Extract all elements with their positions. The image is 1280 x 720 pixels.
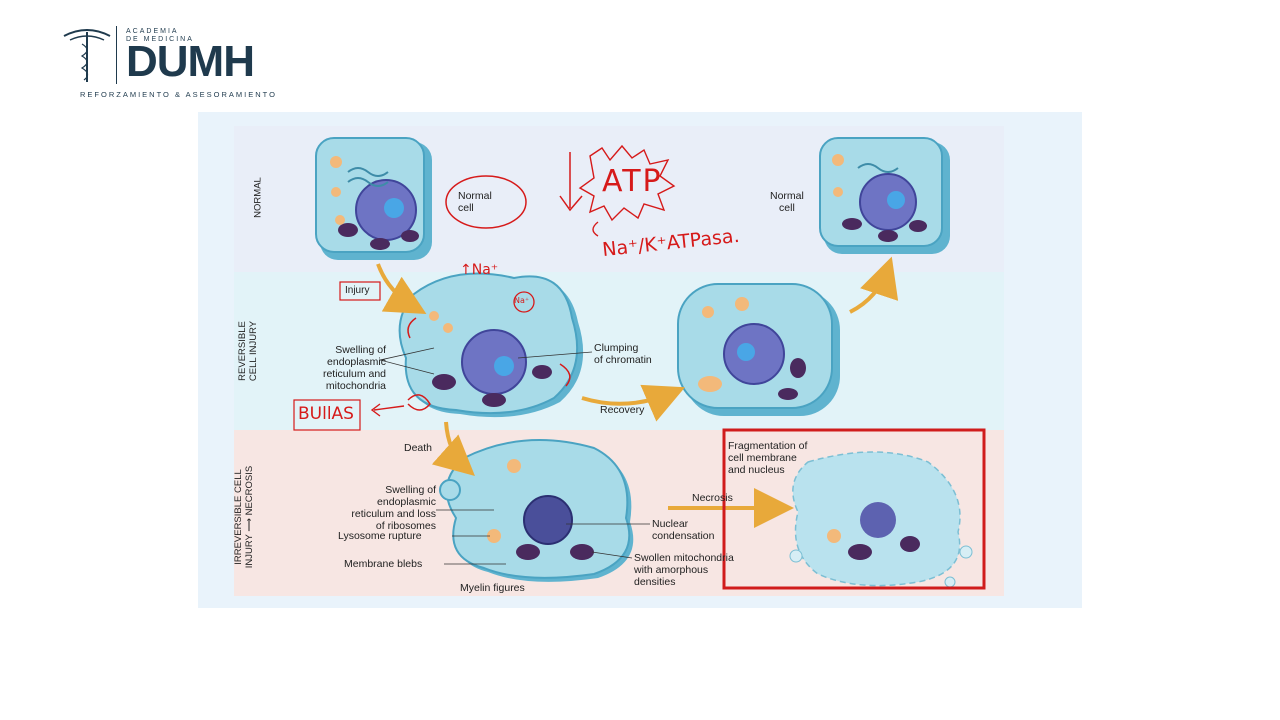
ink-na: Na⁺ — [514, 296, 530, 305]
highlight-box-necrosis — [722, 428, 986, 590]
label-membrane-blebs: Membrane blebs — [344, 558, 423, 570]
cell-drawings — [293, 137, 986, 590]
logo-divider — [116, 26, 117, 84]
label-necrosis: Necrosis — [692, 492, 733, 504]
ink-bullas: BUllAS — [298, 404, 354, 424]
ink-box-bullas — [293, 399, 361, 431]
ink-down-arrow — [559, 152, 583, 212]
normal-cell-right — [819, 137, 950, 254]
academy-logo: ACADEMIA DE MEDICINA DUMH REFORZAMIENTO … — [60, 24, 280, 104]
ink-circle-normal-cell — [445, 175, 527, 229]
ink-atp: ATP — [602, 164, 663, 199]
caduceus-icon — [63, 29, 111, 82]
label-lysosome-rupture: Lysosome rupture — [338, 530, 422, 542]
arrow-recovery — [581, 384, 686, 422]
logo-brand: DUMH — [126, 37, 255, 86]
arrow-back-to-normal — [849, 256, 899, 314]
necrotic-swollen-cell — [439, 439, 634, 582]
arrow-injury — [376, 263, 427, 314]
label-injury: Injury — [345, 285, 370, 296]
ink-na-increase: ↑Na⁺ — [460, 262, 499, 278]
ink-box-injury — [339, 281, 381, 301]
arrow-death — [431, 421, 475, 476]
label-death: Death — [404, 442, 433, 454]
label-myelin-figures: Myelin figures — [460, 582, 525, 594]
normal-cell-left — [315, 137, 432, 260]
recovery-cell — [677, 283, 840, 416]
fragmented-cell — [789, 451, 973, 588]
ink-burst — [578, 144, 676, 222]
logo-academia: ACADEMIA DE MEDICINA — [126, 28, 194, 43]
label-recovery: Recovery — [600, 404, 645, 416]
logo-tagline: REFORZAMIENTO & ASESORAMIENTO — [80, 90, 277, 99]
swollen-cell — [398, 272, 584, 418]
